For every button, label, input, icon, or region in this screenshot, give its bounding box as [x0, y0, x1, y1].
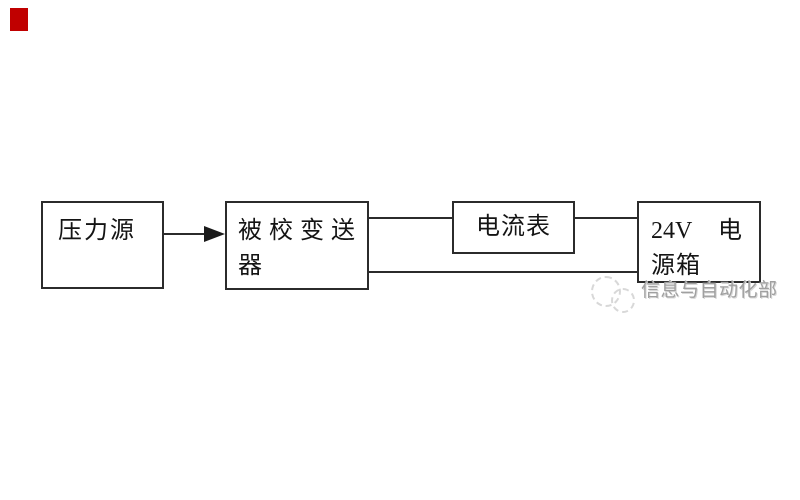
node-transmitter-label-line2: 器 — [238, 253, 262, 279]
connector-transmitter-to-ammeter — [368, 217, 452, 219]
node-pressure-source-label: 压力源 — [58, 218, 136, 244]
connector-transmitter-to-power-box — [368, 271, 637, 273]
node-power-box: 24V 电 源箱 — [637, 201, 761, 283]
red-marker-square — [10, 8, 28, 31]
watermark-text: 信息与自动化部 — [641, 280, 778, 301]
connector-pressure-to-transmitter — [163, 233, 207, 235]
node-power-box-label-dian: 电 — [718, 218, 742, 244]
node-power-box-label-line1: 24V 电 — [651, 214, 742, 249]
node-transmitter-label-line1: 被校变送 — [238, 218, 362, 244]
node-power-box-label-line2: 源箱 — [651, 253, 701, 279]
watermark-logo-icon — [591, 274, 637, 314]
node-ammeter-label: 电流表 — [476, 214, 551, 240]
arrowhead-icon — [204, 226, 225, 242]
node-pressure-source: 压力源 — [41, 201, 164, 289]
node-ammeter: 电流表 — [452, 201, 575, 254]
node-transmitter-under-calibration: 被校变送 器 — [225, 201, 369, 290]
connector-ammeter-to-power-box — [574, 217, 637, 219]
node-power-box-label-24v: 24V — [651, 218, 693, 244]
